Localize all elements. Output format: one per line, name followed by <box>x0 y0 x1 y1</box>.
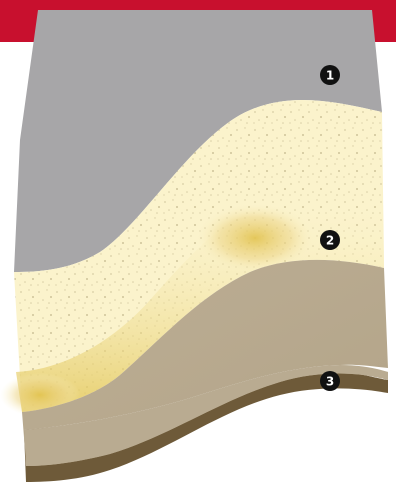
marker-1-label: 1 <box>326 69 334 83</box>
marker-3: 3 <box>320 371 340 391</box>
marker-3-label: 3 <box>326 375 334 389</box>
marker-1: 1 <box>320 65 340 85</box>
marker-2: 2 <box>320 230 340 250</box>
marker-2-label: 2 <box>326 234 334 248</box>
